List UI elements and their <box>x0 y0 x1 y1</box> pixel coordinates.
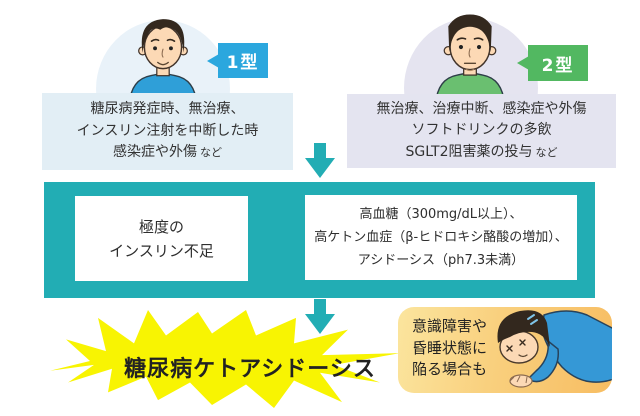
type2-label-badge: 2型 <box>517 45 588 81</box>
diagnostic-criteria-box: 高血糖（300mg/dL以上）、 高ケトン血症（β-ヒドロキシ酪酸の増加）、 ア… <box>305 195 577 280</box>
coma-note-line: 昏睡状態に <box>412 338 488 357</box>
insulin-deficiency-box: 極度の インスリン不足 <box>75 196 248 281</box>
criteria-line: 高ケトン血症（β-ヒドロキシ酪酸の増加）、 <box>314 230 568 245</box>
coma-note-text: 意識障害や 昏睡状態に 陥る場合も <box>412 316 487 381</box>
type2-cause-text: SGLT2阻害薬の投与 <box>405 143 533 160</box>
type1-causes-box: 糖尿病発症時、無治療、 インスリン注射を中断した時 感染症や外傷など <box>42 93 293 170</box>
criteria-line: アシドーシス（ph7.3未満） <box>357 253 525 268</box>
coma-note-line: 意識障害や <box>412 317 488 335</box>
type2-cause-line: SGLT2阻害薬の投与など <box>347 142 616 164</box>
criteria-line: 高血糖（300mg/dL以上）、 <box>359 207 523 222</box>
type2-cause-suffix: など <box>535 145 558 159</box>
type1-cause-line: インスリン注射を中断した時 <box>76 122 259 139</box>
type2-patient-avatar-illustration <box>434 14 506 104</box>
type1-cause-line: 糖尿病発症時、無治療、 <box>90 101 245 118</box>
type1-label-badge: 1型 <box>207 43 268 78</box>
type1-cause-text: 感染症や外傷 <box>113 144 197 161</box>
result-title: 糖尿病ケトアシドーシス <box>124 357 376 382</box>
insulin-deficiency-line: 極度の <box>138 217 184 236</box>
insulin-deficiency-line: インスリン不足 <box>109 241 214 260</box>
coma-note-box: 意識障害や 昏睡状態に 陥る場合も <box>398 307 612 393</box>
type2-causes-box: 無治療、治療中断、感染症や外傷 ソフトドリンクの多飲 SGLT2阻害薬の投与など <box>347 94 616 168</box>
type2-cause-line: 無治療、治療中断、感染症や外傷 <box>376 100 587 117</box>
down-arrow-icon <box>305 143 335 178</box>
result-starburst-shape <box>50 310 400 408</box>
type1-cause-suffix: など <box>200 146 222 160</box>
type2-label: 2型 <box>541 55 575 76</box>
mechanism-band: 極度の インスリン不足 高血糖（300mg/dL以上）、 高ケトン血症（β-ヒド… <box>44 182 595 298</box>
type2-cause-line: ソフトドリンクの多飲 <box>411 122 552 139</box>
down-arrow-icon <box>305 299 335 334</box>
coma-note-line: 陥る場合も <box>412 360 488 378</box>
type1-label: 1型 <box>226 53 260 73</box>
collapsed-person-illustration <box>497 310 612 388</box>
type1-cause-line: 感染症や外傷など <box>42 142 293 164</box>
type1-patient-avatar-illustration <box>128 19 198 104</box>
